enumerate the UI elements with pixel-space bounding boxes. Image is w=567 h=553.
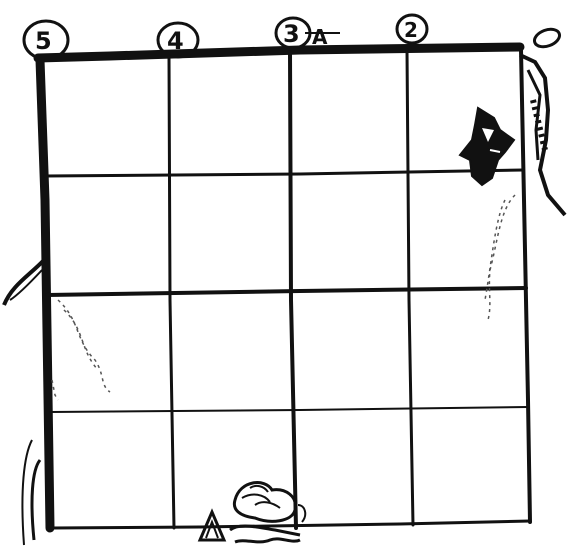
left-side-curves xyxy=(4,260,44,545)
corner-oval-mark xyxy=(532,26,562,50)
column-label-2: 2 xyxy=(404,18,418,42)
right-side-scribble xyxy=(520,55,565,215)
grid-lines xyxy=(45,50,528,528)
grid-hline-1 xyxy=(45,170,523,176)
grid-hline-2 xyxy=(47,288,526,295)
grid-vline-3 xyxy=(407,50,413,525)
bottom-scribble-objects xyxy=(200,483,305,542)
grid-hline-3 xyxy=(50,407,528,412)
column-label-3: 3 xyxy=(283,20,300,48)
dotted-paths xyxy=(52,195,515,400)
column-label-5: 5 xyxy=(35,27,52,55)
dark-figure-upper-right xyxy=(460,108,514,185)
